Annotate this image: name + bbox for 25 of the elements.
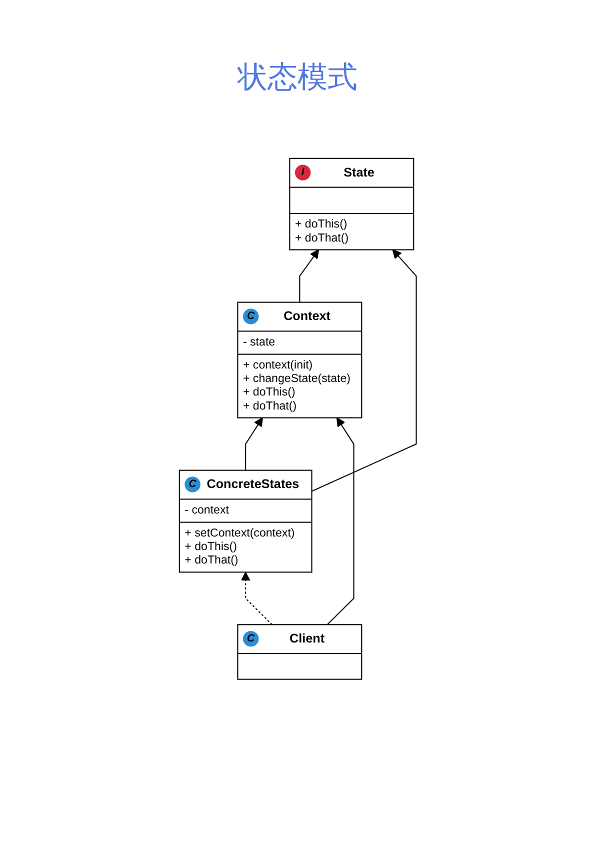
method-text: + setContext(context) bbox=[184, 527, 296, 541]
diagram-title: 状态模式 bbox=[238, 61, 358, 94]
attribute-text: - context bbox=[184, 504, 230, 518]
class-name: State bbox=[343, 164, 374, 180]
arrow bbox=[244, 417, 263, 470]
arrow bbox=[298, 249, 319, 302]
class-name: Client bbox=[289, 630, 324, 646]
arrow bbox=[311, 249, 416, 492]
method-text: + doThat() bbox=[294, 232, 350, 246]
arrow bbox=[326, 417, 354, 626]
class-box bbox=[178, 470, 312, 573]
class-box bbox=[236, 302, 362, 418]
class-box bbox=[236, 624, 362, 680]
class-box bbox=[288, 158, 414, 250]
attribute-text: - state bbox=[242, 336, 276, 350]
method-text: + context(init) bbox=[242, 358, 314, 373]
method-text: + doThis() bbox=[294, 218, 348, 232]
method-text: + doThis() bbox=[242, 386, 296, 400]
class-name: ConcreteStates bbox=[206, 476, 299, 492]
dashed-arrow bbox=[240, 572, 272, 626]
method-text: + changeState(state) bbox=[242, 372, 352, 386]
method-text: + doThat() bbox=[242, 400, 298, 414]
class-name: Context bbox=[283, 308, 330, 324]
method-text: + doThis() bbox=[184, 540, 238, 554]
method-text: + doThat() bbox=[184, 554, 239, 568]
